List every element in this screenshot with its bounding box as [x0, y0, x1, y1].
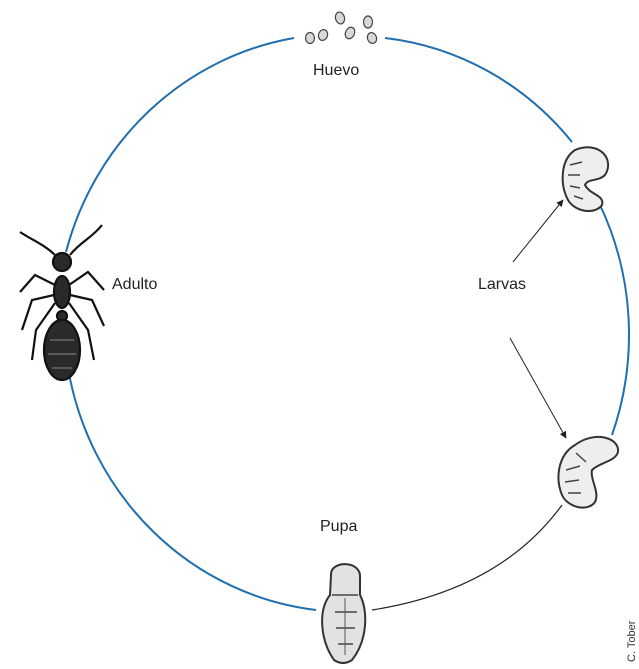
arc-adult-to-egg	[66, 38, 294, 252]
larvae-label: Larvas	[478, 276, 526, 294]
image-credit: C. Tober	[626, 621, 638, 662]
arrow-to-lower-larva	[510, 338, 566, 438]
arc-egg-to-larva	[385, 38, 572, 142]
adult-ant-icon	[20, 225, 104, 380]
adult-label: Adulto	[112, 276, 157, 294]
arc-larva-to-larva	[600, 205, 629, 435]
larva-upper-icon	[563, 147, 608, 211]
arc-larva-to-pupa	[372, 505, 562, 610]
arrow-to-upper-larva	[513, 200, 563, 262]
egg-label: Huevo	[313, 62, 359, 80]
arc-pupa-to-adult	[68, 368, 316, 610]
pupa-icon	[322, 564, 365, 663]
larva-lower-icon	[558, 437, 618, 508]
pupa-label: Pupa	[320, 518, 357, 536]
egg-cluster-icon	[306, 11, 379, 45]
